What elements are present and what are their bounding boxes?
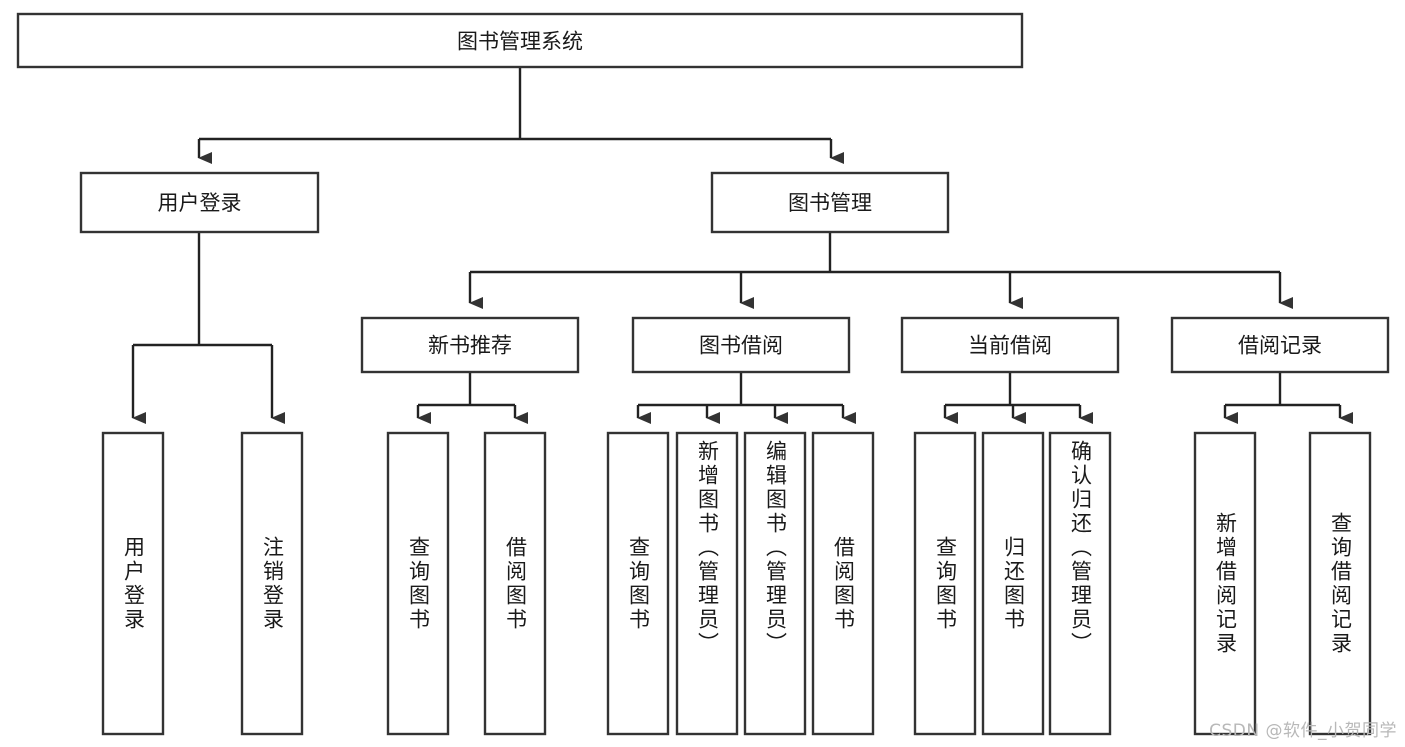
node-book-borrow-box[interactable] [631, 316, 851, 374]
leaf-box-confirm-return-admin[interactable] [1048, 431, 1112, 736]
node-new-book-recommend-label: 新书推荐 [428, 334, 512, 358]
node-book-borrow-label: 图书借阅 [699, 334, 783, 358]
leaf-box-query-book-new[interactable] [386, 431, 450, 736]
node-book-management-box[interactable] [710, 171, 950, 234]
node-user-login-label: 用户登录 [158, 191, 242, 215]
leaf-box-borrow-book[interactable] [811, 431, 875, 736]
node-root[interactable]: 图书管理系统 [16, 12, 1024, 69]
node-current-borrow-box[interactable] [900, 316, 1120, 374]
node-new-book-recommend-box[interactable] [360, 316, 580, 374]
node-book-management[interactable]: 图书管理 [710, 171, 950, 234]
node-book-management-label: 图书管理 [788, 191, 872, 215]
node-user-login-box[interactable] [79, 171, 320, 234]
node-book-borrow[interactable]: 图书借阅 [631, 316, 851, 374]
leaf-box-add-borrow-record[interactable] [1193, 431, 1257, 736]
leaf-box-return-book[interactable] [981, 431, 1045, 736]
leaf-box-user-login[interactable] [101, 431, 165, 736]
node-borrow-record[interactable]: 借阅记录 [1170, 316, 1390, 374]
leaf-box-add-book-admin[interactable] [675, 431, 739, 736]
leaf-boxes-group [101, 431, 1372, 736]
node-current-borrow[interactable]: 当前借阅 [900, 316, 1120, 374]
node-user-login[interactable]: 用户登录 [79, 171, 320, 234]
leaf-box-logout[interactable] [240, 431, 304, 736]
leaf-box-edit-book-admin[interactable] [743, 431, 807, 736]
leaf-box-borrow-book-new[interactable] [483, 431, 547, 736]
node-root-box[interactable] [16, 12, 1024, 69]
connectors-group [131, 67, 1353, 424]
node-current-borrow-label: 当前借阅 [968, 334, 1052, 358]
node-borrow-record-label: 借阅记录 [1238, 334, 1322, 358]
csdn-watermark: CSDN @软件_小贺同学 [1209, 721, 1397, 741]
node-new-book-recommend[interactable]: 新书推荐 [360, 316, 580, 374]
leaf-box-query-book-borrow[interactable] [606, 431, 670, 736]
leaf-box-query-book-current[interactable] [913, 431, 977, 736]
node-borrow-record-box[interactable] [1170, 316, 1390, 374]
leaf-box-query-borrow-record[interactable] [1308, 431, 1372, 736]
node-root-label: 图书管理系统 [457, 30, 583, 54]
